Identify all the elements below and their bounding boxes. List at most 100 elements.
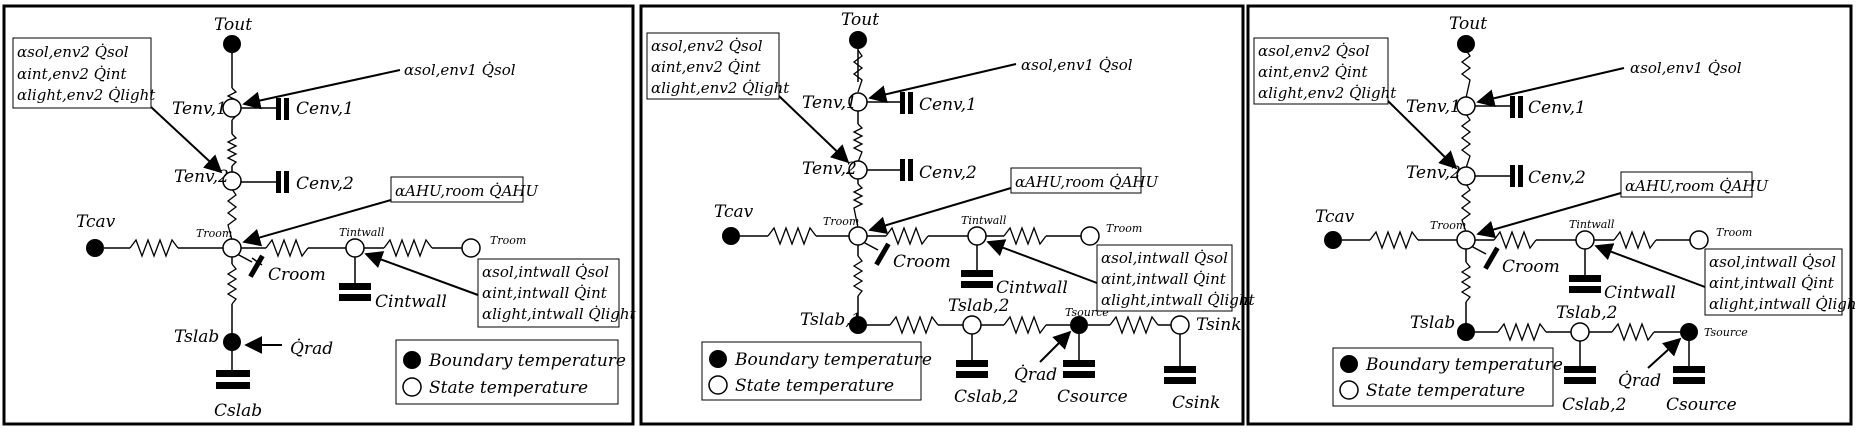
node-t-source (1680, 323, 1698, 341)
label-c-env2: Cenv,2 (919, 163, 977, 183)
label-c-room: Croom (1502, 257, 1560, 277)
node-t-env2 (848, 160, 868, 180)
legend-box (395, 339, 619, 405)
label-c-env1: Cenv,1 (296, 99, 354, 119)
node-t-env2 (222, 171, 242, 191)
resistor (1493, 230, 1537, 250)
panel-3-frame (1246, 4, 1853, 426)
gain-env2-int: αint,env2 Q̇int (651, 58, 761, 76)
label-c-sink: Csink (1172, 393, 1220, 413)
label-t-env1: Tenv,1 (802, 93, 857, 113)
node-t-out (1457, 35, 1475, 53)
resistor (1460, 183, 1472, 233)
node-t-room (1456, 230, 1476, 250)
node-t-intwall (1575, 230, 1595, 250)
node-t-out (849, 31, 867, 49)
node-t-room-right (461, 238, 481, 258)
label-t-env1: Tenv,1 (172, 99, 227, 119)
node-t-room (848, 226, 868, 246)
resistor (1003, 315, 1047, 335)
label-t-cav: Tcav (714, 202, 754, 222)
label-t-out: Tout (841, 10, 879, 30)
node-t-intwall (967, 226, 987, 246)
label-c-intwall: Cintwall (996, 278, 1068, 298)
label-c-slab: Cslab (214, 401, 262, 421)
resistor (226, 133, 238, 167)
label-t-sink: Tsink (1196, 315, 1242, 335)
label-t-slab1: Tslab,1 (800, 310, 862, 330)
node-t-env2 (1456, 166, 1476, 186)
label-t-source: Tsource (1704, 326, 1748, 339)
node-t-cav (86, 239, 104, 257)
label-c-room: Croom (893, 252, 951, 272)
node-t-room (222, 238, 242, 258)
panel-1-frame (2, 4, 635, 426)
resistor (1003, 226, 1047, 246)
label-t-env2: Tenv,2 (174, 167, 229, 187)
legend-box (1332, 347, 1554, 407)
label-t-slab: Tslab (1410, 313, 1455, 333)
resistor (852, 183, 864, 229)
label-c-slab2: Cslab,2 (954, 387, 1018, 407)
panel-3: Tout Tenv,1 Tenv,2 Cenv,1 Cenv,2 Tcav Tr… (1246, 4, 1856, 426)
label-t-env2: Tenv,2 (802, 159, 857, 179)
node-t-out (223, 35, 241, 53)
node-t-slab1 (849, 316, 867, 334)
gain-env2-sol: αsol,env2 Q̇sol (651, 37, 763, 55)
gain-ahu: αAHU,room Q̇AHU (1015, 173, 1160, 191)
label-t-out: Tout (1449, 14, 1487, 34)
node-t-slab (1457, 323, 1475, 341)
resistor (852, 255, 864, 297)
gain-intwall-sol: αsol,intwall Q̇sol (482, 263, 609, 281)
resistor (1460, 113, 1472, 169)
resistor (767, 226, 817, 246)
gain-intwall-light: αlight,intwall Q̇light (1709, 295, 1856, 313)
label-t-room-right: Troom (490, 234, 526, 247)
node-t-source (1070, 316, 1088, 334)
legend-boundary-marker (403, 351, 421, 369)
label-c-room: Croom (268, 265, 326, 285)
label-t-intwall: Tintwall (1569, 218, 1615, 231)
label-c-intwall: Cintwall (1604, 283, 1676, 303)
legend-state-label: State temperature (429, 378, 588, 398)
label-t-slab2: Tslab,2 (948, 296, 1010, 316)
node-t-cav (1324, 231, 1342, 249)
node-t-slab2 (1570, 322, 1590, 342)
node-t-room-right (1689, 230, 1709, 250)
label-t-cav: Tcav (1315, 207, 1355, 227)
gain-intwall-sol: αsol,intwall Q̇sol (1709, 253, 1836, 271)
gain-intwall-light: αlight,intwall Q̇light (482, 305, 637, 323)
label-t-slab: Tslab (174, 327, 219, 347)
resistor (226, 263, 238, 305)
resistor (1611, 322, 1655, 342)
panel-2: Tout Tenv,1 Tenv,2 Cenv,1 Cenv,2 Tcav Tr… (639, 4, 1256, 426)
label-t-room: Troom (196, 227, 232, 240)
resistor (129, 238, 179, 258)
node-t-env1 (1456, 96, 1476, 116)
legend-state-label: State temperature (735, 376, 894, 396)
label-t-room-right: Troom (1716, 226, 1752, 239)
resistor (226, 188, 238, 241)
legend-boundary-marker (1340, 355, 1358, 373)
resistor (885, 226, 929, 246)
gain-env1: αsol,env1 Q̇sol (404, 61, 516, 79)
node-t-cav (722, 227, 740, 245)
gain-intwall-int: αint,intwall Q̇int (1709, 274, 1835, 292)
gain-env2-light: αlight,env2 Q̇light (17, 86, 156, 104)
label-q-rad: Q̇rad (1014, 365, 1057, 385)
label-q-rad: Q̇rad (290, 339, 333, 359)
panel-2-frame (639, 4, 1245, 426)
resistor (383, 238, 433, 258)
legend-boundary-label: Boundary temperature (1365, 355, 1563, 375)
node-t-slab2 (962, 315, 982, 335)
gain-intwall-light: αlight,intwall Q̇light (1101, 291, 1256, 309)
legend-state-marker (402, 377, 422, 397)
gain-ahu: αAHU,room Q̇AHU (395, 182, 540, 200)
legend-box (701, 341, 922, 401)
gain-env2-sol: αsol,env2 Q̇sol (1258, 42, 1370, 60)
gain-intwall-sol: αsol,intwall Q̇sol (1101, 249, 1228, 267)
resistor (1369, 230, 1419, 250)
legend-boundary-marker (709, 350, 727, 368)
label-c-env2: Cenv,2 (1528, 168, 1586, 188)
